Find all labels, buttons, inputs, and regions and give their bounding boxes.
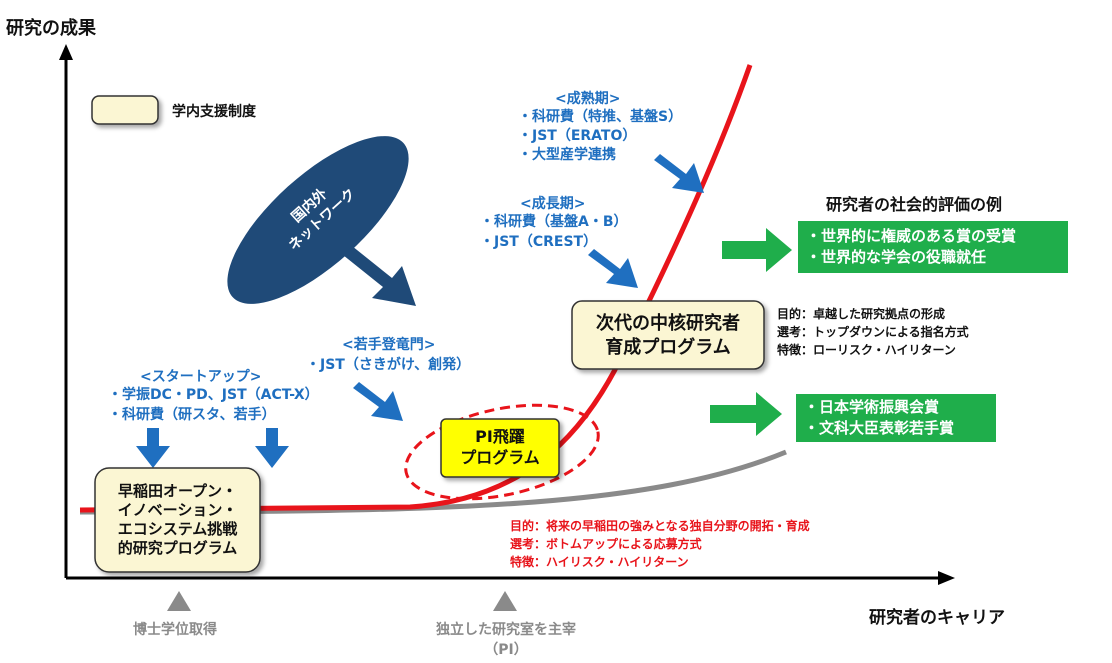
x-axis-arrowhead bbox=[938, 571, 955, 585]
next-gen-program-line: 育成プログラム bbox=[605, 337, 731, 358]
maturity-items: ・科研費（特推、基盤S） ・JST（ERATO） ・大型産学連携 bbox=[518, 108, 682, 165]
young-gateway-item: ・JST（さきがけ、創発） bbox=[306, 357, 471, 373]
independent-milestone-marker bbox=[493, 591, 517, 611]
maturity-arrow bbox=[654, 154, 704, 193]
maturity-title: <成熟期> bbox=[555, 91, 621, 107]
pi-leap-program-line: プログラム bbox=[460, 448, 540, 467]
x-axis-label: 研究者のキャリア bbox=[869, 608, 1005, 628]
waseda-program-box bbox=[94, 467, 261, 573]
evaluation-item: ・日本学術振興会賞 bbox=[804, 398, 940, 416]
evaluation-arrow-2 bbox=[710, 392, 782, 436]
evaluation-box-2 bbox=[796, 394, 996, 442]
legend-label: 学内支援制度 bbox=[172, 104, 256, 120]
waseda-program-line: 早稲田オープン・ bbox=[117, 482, 238, 500]
pi-leap-notes: 目的：将来の早稲田の強みとなる独自分野の開拓・育成 選考：ボトムアップによる応募… bbox=[510, 517, 810, 571]
pi-leap-program-box bbox=[440, 418, 560, 478]
next-gen-program-label: 次代の中核研究者 育成プログラム bbox=[572, 312, 764, 360]
network-ellipse bbox=[227, 136, 409, 304]
growth-item: ・科研費（基盤A・B） bbox=[480, 214, 628, 230]
independent-milestone-line: 独立した研究室を主宰 bbox=[436, 622, 576, 638]
pi-leap-highlight-ellipse bbox=[404, 403, 600, 501]
next-gen-program-line: 次代の中核研究者 bbox=[596, 313, 740, 334]
maturity-item: ・大型産学連携 bbox=[518, 147, 616, 163]
maturity-item: ・JST（ERATO） bbox=[518, 128, 637, 144]
waseda-program-line: 的研究プログラム bbox=[117, 539, 238, 557]
growth-title: <成長期> bbox=[520, 196, 586, 212]
y-axis-arrowhead bbox=[59, 44, 73, 60]
evaluation-item: ・世界的な学会の役職就任 bbox=[806, 248, 987, 266]
young-gateway-arrow bbox=[353, 382, 403, 421]
startup-down-arrow-left bbox=[136, 428, 170, 468]
evaluation-box-2-text: ・日本学術振興会賞 ・文科大臣表彰若手賞 bbox=[804, 397, 954, 439]
pi-leap-note: 特徴：ハイリスク・ハイリターン bbox=[510, 555, 689, 569]
independent-milestone-label: 独立した研究室を主宰 （PI） bbox=[418, 619, 594, 659]
next-gen-note: 特徴：ローリスク・ハイリターン bbox=[777, 343, 956, 357]
next-gen-note: 選考：トップダウンによる指名方式 bbox=[777, 325, 969, 339]
pi-leap-program-line: PI飛躍 bbox=[475, 427, 525, 446]
pi-leap-program-label: PI飛躍 プログラム bbox=[441, 426, 559, 468]
startup-item: ・学振DC・PD、JST（ACT-X） bbox=[108, 387, 319, 403]
network-arrow bbox=[343, 246, 416, 306]
startup-items: ・学振DC・PD、JST（ACT-X） ・科研費（研スタ、若手） bbox=[108, 385, 319, 425]
phd-milestone-label: 博士学位取得 bbox=[133, 622, 217, 638]
startup-title: <スタートアップ> bbox=[140, 369, 262, 385]
evaluation-box-1 bbox=[798, 221, 1068, 273]
pi-leap-note: 選考：ボトムアップによる応募方式 bbox=[510, 537, 702, 551]
evaluation-box-1-text: ・世界的に権威のある賞の受賞 ・世界的な学会の役職就任 bbox=[806, 226, 1016, 268]
growth-items: ・科研費（基盤A・B） ・JST（CREST） bbox=[480, 212, 628, 252]
growth-arrow bbox=[588, 249, 638, 288]
pi-leap-note: 目的：将来の早稲田の強みとなる独自分野の開拓・育成 bbox=[510, 519, 810, 533]
y-axis-label: 研究の成果 bbox=[6, 18, 96, 39]
phd-milestone-marker bbox=[167, 591, 191, 611]
next-gen-note: 目的：卓越した研究拠点の形成 bbox=[777, 307, 946, 321]
legend-swatch bbox=[91, 95, 159, 125]
next-gen-notes: 目的：卓越した研究拠点の形成 選考：トップダウンによる指名方式 特徴：ローリスク… bbox=[777, 305, 969, 359]
waseda-program-line: エコシステム挑戦 bbox=[117, 520, 238, 538]
next-gen-program-box bbox=[571, 300, 765, 370]
growth-item: ・JST（CREST） bbox=[480, 234, 598, 250]
startup-down-arrow-right bbox=[255, 428, 289, 468]
startup-item: ・科研費（研スタ、若手） bbox=[108, 407, 276, 423]
evaluation-item: ・文科大臣表彰若手賞 bbox=[804, 419, 955, 437]
evaluation-title: 研究者の社会的評価の例 bbox=[826, 195, 1003, 214]
evaluation-arrow-1 bbox=[722, 228, 792, 272]
maturity-item: ・科研費（特推、基盤S） bbox=[518, 109, 683, 125]
young-gateway-title: <若手登竜門> bbox=[342, 337, 436, 353]
independent-milestone-line: （PI） bbox=[484, 642, 528, 658]
waseda-program-line: イノベーション・ bbox=[117, 501, 238, 519]
evaluation-item: ・世界的に権威のある賞の受賞 bbox=[806, 227, 1017, 245]
waseda-program-label: 早稲田オープン・ イノベーション・ エコシステム挑戦 的研究プログラム bbox=[95, 482, 260, 558]
